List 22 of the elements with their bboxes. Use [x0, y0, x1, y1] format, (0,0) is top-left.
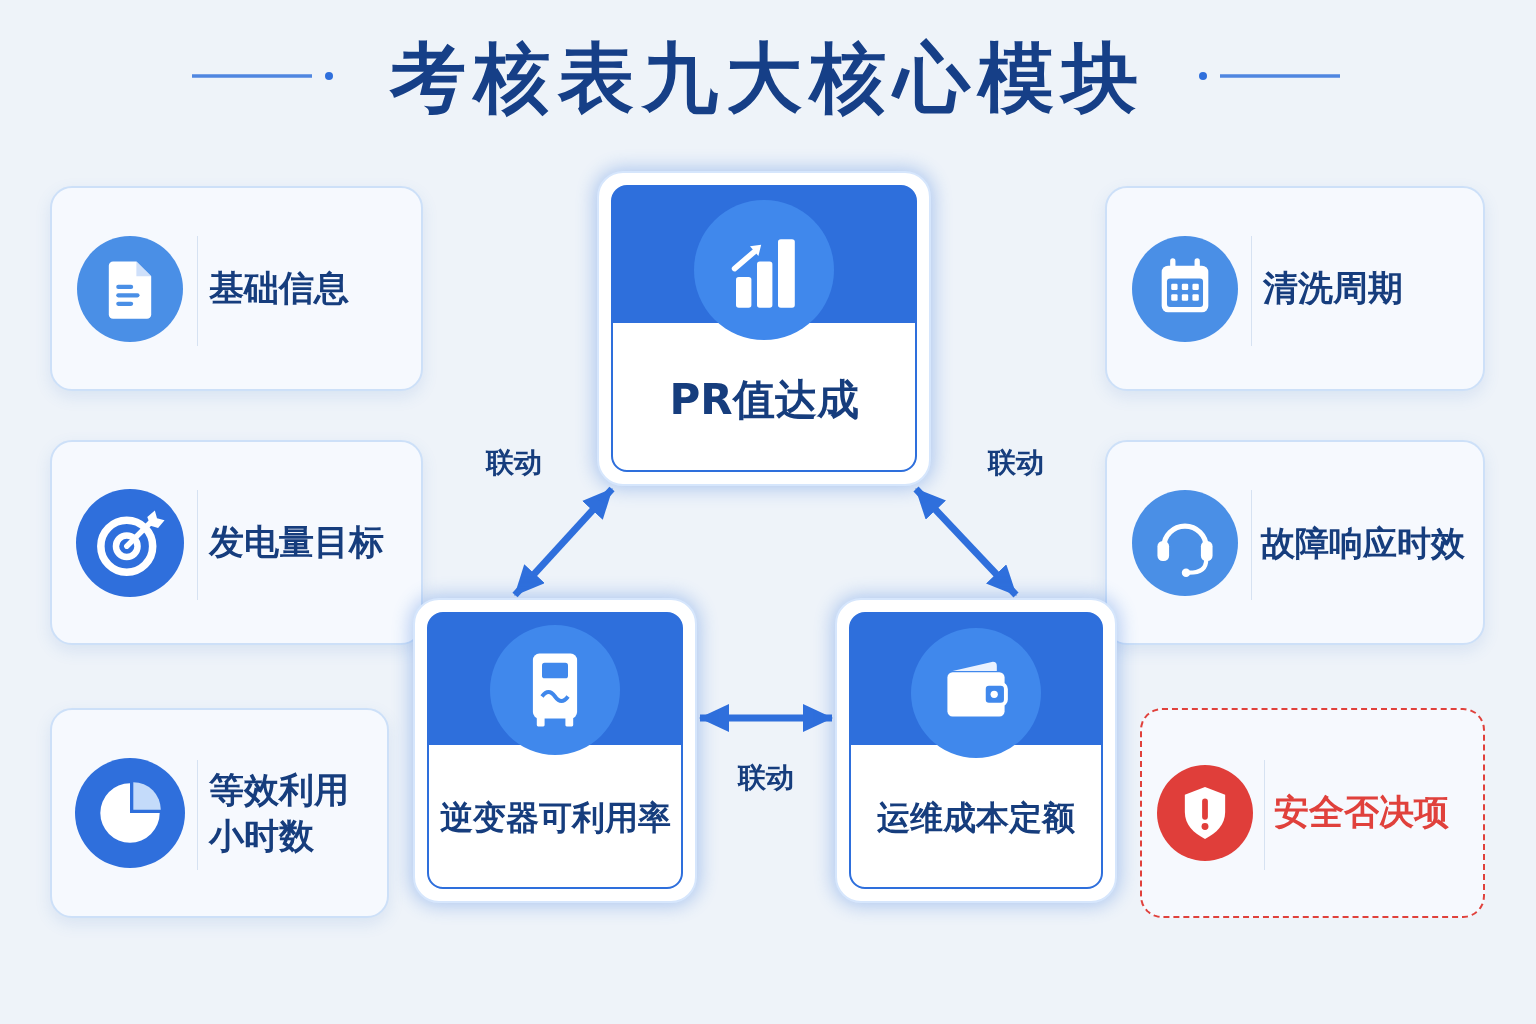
card-title: 安全否决项 — [1274, 791, 1449, 835]
card-title: 故障响应时效 — [1261, 521, 1465, 565]
card-title: 清洗周期 — [1263, 266, 1403, 310]
card-title: 逆变器可利用率 — [439, 796, 671, 839]
module-card — [1105, 440, 1485, 645]
arrow — [913, 486, 1019, 598]
card-title: 运维成本定额 — [877, 796, 1075, 839]
module-card — [835, 598, 1117, 903]
card-title: PR值达成 — [669, 373, 859, 426]
card-title: 发电量目标 — [209, 520, 384, 564]
arrow — [512, 486, 615, 598]
module-card — [1140, 708, 1485, 918]
arrow — [699, 704, 833, 732]
module-card — [50, 186, 423, 391]
card-title: 等效利用小时数 — [209, 768, 350, 857]
module-card — [50, 708, 389, 918]
module-card — [413, 598, 697, 903]
module-card — [1105, 186, 1485, 391]
card-title: 基础信息 — [209, 266, 349, 310]
module-card — [597, 171, 931, 486]
module-card — [50, 440, 423, 645]
title: 考核表九大核心模块 — [390, 36, 1146, 120]
